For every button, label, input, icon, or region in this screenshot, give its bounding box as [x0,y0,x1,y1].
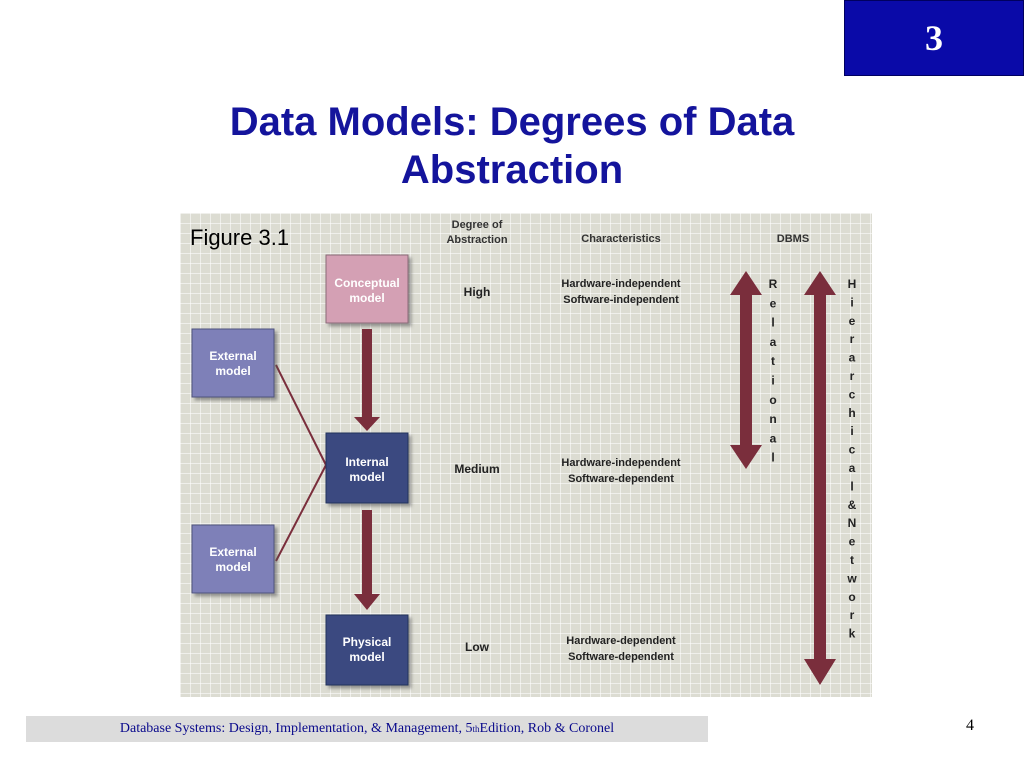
level-low: Low [465,640,490,654]
characteristics-low-2: Software-dependent [568,651,674,663]
slide-title-line-1: Data Models: Degrees of Data [229,100,795,144]
characteristics-high-1: Hardware-independent [561,278,681,290]
hierarchical-network-letter: h [848,406,855,420]
footer-citation: Database Systems: Design, Implementation… [26,716,708,742]
hierarchical-network-letter: & [848,498,857,512]
relational-letter: i [771,374,774,388]
hierarchical-network-letter: l [850,479,853,493]
level-high: High [464,285,491,299]
hierarchical-network-letter: e [849,314,856,328]
footer-text-end: Edition, Rob & Coronel [479,721,615,736]
internal-model-label-2: model [349,470,384,484]
external-model-top-label-1: External [209,349,256,363]
relational-letter: R [769,277,778,291]
relational-letter: l [771,451,774,465]
hierarchical-network-letter: e [849,535,856,549]
relational-letter: e [770,296,777,310]
hierarchical-network-letter: N [848,516,857,530]
header-degree-line-1: Degree of [452,219,503,231]
hierarchical-network-letter: a [849,351,856,365]
relational-letter: a [770,431,777,445]
hierarchical-network-letter: w [846,571,857,585]
hierarchical-network-letter: i [850,295,853,309]
relational-letter: a [770,335,777,349]
hierarchical-network-letter: r [850,332,855,346]
page-number: 4 [966,717,974,734]
footer-text: Database Systems: Design, Implementation… [119,721,473,736]
header-characteristics: Characteristics [581,233,661,245]
hierarchical-network-letter: a [849,461,856,475]
hierarchical-network-letter: c [849,443,856,457]
header-degree-line-2: Abstraction [446,234,507,246]
conceptual-model-box [325,254,409,324]
hierarchical-network-double-arrow [804,271,836,685]
hierarchical-network-letter: r [850,608,855,622]
relational-double-arrow [730,271,762,469]
physical-model-label-1: Physical [343,635,392,649]
relational-letter: n [769,412,776,426]
hierarchical-network-letter: c [849,387,856,401]
characteristics-low-1: Hardware-dependent [566,635,676,647]
external-model-box-bottom [191,524,275,594]
slide-title: Data Models: Degrees of Data Abstraction [150,98,874,194]
internal-model-box [325,432,409,504]
hierarchical-network-letter: i [850,424,853,438]
external-model-bottom-label-2: model [215,560,250,574]
relational-letter: t [771,354,775,368]
arrow-conceptual-to-internal [354,329,380,431]
characteristics-high-2: Software-independent [563,294,679,306]
slide-title-line-2: Abstraction [400,148,624,192]
hierarchical-network-letter: r [850,369,855,383]
physical-model-box [325,614,409,686]
hierarchical-network-letter: o [848,590,855,604]
external-model-box-top [191,328,275,398]
hierarchical-network-letter: t [850,553,854,567]
abstraction-diagram: Figure 3.1 Degree of Abstraction Charact… [180,213,872,697]
characteristics-medium-2: Software-dependent [568,473,674,485]
conceptual-model-label-1: Conceptual [334,276,399,290]
hierarchical-network-letter: k [849,627,856,641]
relational-letter: l [771,316,774,330]
conceptual-model-label-2: model [349,291,384,305]
characteristics-medium-1: Hardware-independent [561,457,681,469]
physical-model-label-2: model [349,650,384,664]
footer-superscript: th [472,724,480,734]
relational-letter: o [769,393,776,407]
figure-label: Figure 3.1 [190,225,290,250]
hierarchical-network-letter: H [848,277,857,291]
arrow-internal-to-physical [354,510,380,610]
external-model-bottom-label-1: External [209,545,256,559]
connector-external-bottom [275,464,327,562]
internal-model-label-1: Internal [345,455,388,469]
connector-external-top [275,364,327,466]
external-model-top-label-2: model [215,364,250,378]
header-dbms: DBMS [777,233,809,245]
diagram-canvas: Degree of Abstraction Characteristics DB… [191,219,857,686]
chapter-number-box: 3 [844,0,1024,76]
level-medium: Medium [454,462,499,476]
